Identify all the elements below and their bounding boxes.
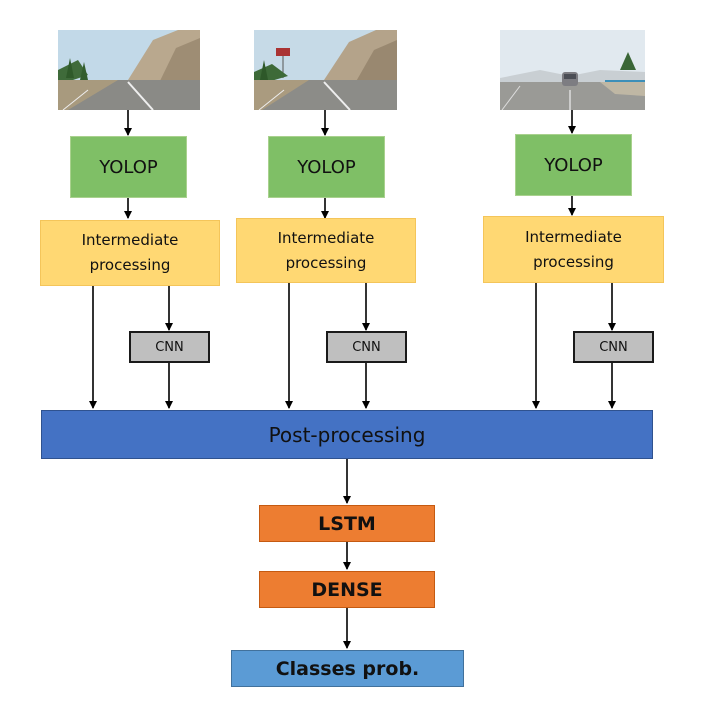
cnn-box-2: CNN [326,331,407,363]
road-scene-image-1 [58,30,200,110]
intermediate-processing-box-2: Intermediate processing [236,218,416,283]
classes-prob-box: Classes prob. [231,650,464,687]
cnn-box-3: CNN [573,331,654,363]
yolop-box-1: YOLOP [70,136,187,198]
cnn-label-3: CNN [599,339,628,355]
post-processing-label: Post-processing [268,422,426,447]
intermediate-label-line2-2: processing [285,253,367,272]
intermediate-label-line1-2: Intermediate [277,228,375,247]
lstm-box: LSTM [259,505,435,542]
dense-label: DENSE [311,578,383,601]
cnn-label-1: CNN [155,339,184,355]
yolop-box-3: YOLOP [515,134,632,196]
cnn-label-2: CNN [352,339,381,355]
intermediate-processing-box-3: Intermediate processing [483,216,664,283]
road-scene-image-2 [254,30,397,110]
yolop-label-1: YOLOP [99,156,158,178]
post-processing-box: Post-processing [41,410,653,459]
cnn-box-1: CNN [129,331,210,363]
intermediate-label-line2-1: processing [89,256,171,274]
yolop-label-3: YOLOP [544,154,603,176]
intermediate-label-line1-3: Intermediate [525,227,622,246]
intermediate-processing-box-1: Intermediate processing [40,220,220,286]
yolop-box-2: YOLOP [268,136,385,198]
yolop-label-2: YOLOP [297,156,356,178]
intermediate-label-line1-1: Intermediate [81,231,179,249]
classes-prob-label: Classes prob. [275,657,420,680]
lstm-label: LSTM [318,512,376,535]
dense-box: DENSE [259,571,435,608]
intermediate-label-line2-3: processing [533,252,614,271]
road-scene-image-3 [500,30,645,110]
